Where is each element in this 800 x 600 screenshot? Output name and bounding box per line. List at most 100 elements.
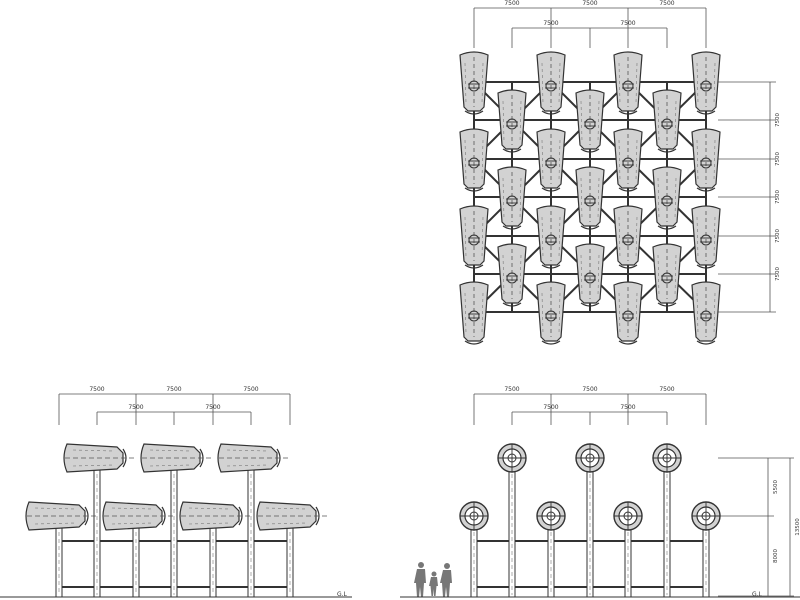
turbine-hatch (580, 177, 583, 219)
turbine-hatch (149, 449, 191, 452)
turbine-tail (696, 340, 716, 345)
turbine-hatch (481, 292, 484, 334)
plan-dim-inner-2: 7500 (620, 20, 635, 27)
turbine-hatch (618, 292, 621, 334)
turbine-tail (696, 187, 716, 192)
turbine-tail (464, 187, 484, 192)
turbine-hub (584, 118, 596, 130)
turbine-hatch (618, 216, 621, 258)
wind-turbine-icon (652, 89, 682, 153)
turbine-hub (506, 195, 518, 207)
turbine-tail (618, 110, 638, 115)
plan-side-dim-1: 7500 (775, 113, 781, 127)
wind-turbine-icon (497, 166, 527, 230)
turbine-tail (580, 302, 600, 307)
turbine-tail (502, 225, 522, 230)
wind-turbine-icon (691, 501, 721, 531)
turbine-hatch (464, 292, 467, 334)
turbine-tail (502, 302, 522, 307)
turbine-hatch (34, 507, 76, 510)
front-total-height: 13500 (795, 518, 800, 536)
wind-turbine-icon (536, 128, 566, 192)
turbine-tail (696, 264, 716, 269)
turbine-hatch (265, 522, 307, 525)
turbine-tail (618, 187, 638, 192)
turbine-tail (618, 264, 638, 269)
turbine-hatch (713, 292, 716, 334)
turbine-hatch (541, 62, 544, 104)
wind-turbine-icon (536, 281, 566, 345)
wind-turbine-icon (691, 205, 721, 269)
turbine-hatch (502, 254, 505, 296)
turbine-hatch (657, 177, 660, 219)
plan-turbines (459, 51, 721, 345)
turbine-hatch (519, 254, 522, 296)
wind-turbine-icon (459, 501, 489, 531)
turbine-hatch (481, 62, 484, 104)
side-dim-outer-3: 7500 (243, 386, 258, 393)
turbine-hatch (519, 100, 522, 142)
turbine-hub (700, 157, 712, 169)
turbine-tail (464, 264, 484, 269)
turbine-tail (541, 340, 561, 345)
turbine-hatch (635, 62, 638, 104)
turbine-tail (464, 340, 484, 345)
plan-side-dim-2: 7500 (775, 152, 781, 166)
turbine-hub (468, 310, 480, 322)
plan-side-dim-4: 7500 (775, 229, 781, 243)
side-elevation-dimensions: 7500 7500 7500 7500 7500 (58, 386, 291, 425)
turbine-hatch (72, 464, 114, 467)
turbine-tail (541, 110, 561, 115)
turbine-hub (622, 80, 634, 92)
turbine-hub (506, 272, 518, 284)
turbine-hatch (265, 507, 307, 510)
turbine-hatch (188, 522, 230, 525)
turbine-hatch (226, 464, 268, 467)
front-side-dim-2: 8000 (773, 549, 779, 563)
turbine-tail (657, 225, 677, 230)
turbine-hatch (597, 254, 600, 296)
plan-dim-inner-1: 7500 (543, 20, 558, 27)
turbine-hatch (696, 62, 699, 104)
plan-dim-outer-3: 7500 (659, 0, 674, 7)
wind-turbine-icon (613, 281, 643, 345)
turbine-hub (661, 272, 673, 284)
plan-top-dimensions: 7500 7500 7500 7500 7500 (473, 0, 707, 48)
side-elevation-structure (25, 443, 328, 598)
front-dim-inner-1: 7500 (543, 404, 558, 411)
front-elevation: 7500 7500 7500 7500 7500 5500 8000 13500 (414, 386, 800, 598)
turbine-tail (464, 110, 484, 115)
turbine-hub (700, 80, 712, 92)
turbine-hatch (111, 522, 153, 525)
turbine-hub (661, 195, 673, 207)
turbine-tail (696, 110, 716, 115)
wind-turbine-icon (691, 128, 721, 192)
wind-turbine-icon (536, 501, 566, 531)
side-dim-outer-2: 7500 (166, 386, 181, 393)
turbine-hub (468, 234, 480, 246)
wind-turbine-icon (140, 443, 212, 473)
turbine-hatch (635, 292, 638, 334)
plan-side-dim-5: 7500 (775, 267, 781, 281)
front-elevation-dimensions: 7500 7500 7500 7500 7500 5500 8000 13500 (473, 386, 800, 597)
wind-turbine-icon (652, 166, 682, 230)
turbine-hatch (541, 292, 544, 334)
turbine-tail (618, 340, 638, 345)
turbine-hub (545, 157, 557, 169)
plan-dim-outer-2: 7500 (582, 0, 597, 7)
turbine-tail (502, 148, 522, 153)
turbine-hatch (226, 449, 268, 452)
turbine-hatch (618, 62, 621, 104)
turbine-hatch (657, 254, 660, 296)
side-dim-inner-2: 7500 (205, 404, 220, 411)
turbine-hatch (635, 139, 638, 181)
turbine-hatch (481, 216, 484, 258)
turbine-tail (541, 187, 561, 192)
side-dim-inner-1: 7500 (128, 404, 143, 411)
front-dim-inner-2: 7500 (620, 404, 635, 411)
wind-turbine-icon (575, 243, 605, 307)
turbine-hatch (597, 177, 600, 219)
front-side-dim-1: 5500 (773, 480, 779, 494)
wind-turbine-icon (497, 443, 527, 473)
